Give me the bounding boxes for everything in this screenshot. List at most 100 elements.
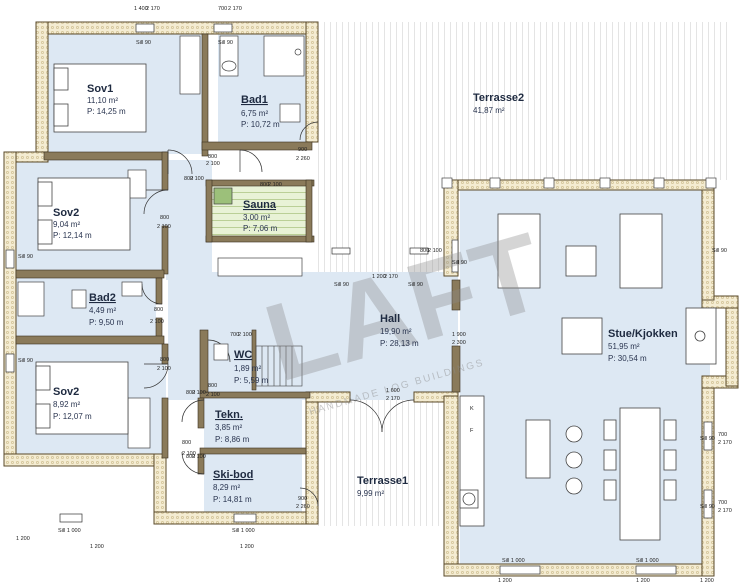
door-dim: 700 2 170 bbox=[718, 432, 732, 446]
skibod-floor bbox=[204, 454, 302, 512]
svg-text:Bad1: Bad1 bbox=[241, 94, 268, 106]
svg-text:2 170: 2 170 bbox=[718, 508, 732, 514]
svg-text:800: 800 bbox=[420, 248, 429, 254]
svg-text:19,90 m²: 19,90 m² bbox=[380, 327, 412, 336]
svg-text:WC: WC bbox=[234, 349, 252, 361]
svg-text:2 100: 2 100 bbox=[268, 182, 282, 188]
svg-text:2 170: 2 170 bbox=[718, 440, 732, 446]
sill-labels: Sill 90 Sill 90 Sill 90 Sill 90 Sill 90 … bbox=[18, 40, 727, 564]
svg-text:P: 30,54 m: P: 30,54 m bbox=[608, 354, 647, 363]
svg-text:1 900: 1 900 bbox=[452, 332, 466, 338]
stairs bbox=[255, 345, 303, 387]
sill-label: Sill 90 bbox=[700, 504, 715, 510]
edge-dim: 1 200 bbox=[90, 544, 104, 550]
beds bbox=[35, 63, 147, 435]
sill-label: Sill 90 bbox=[408, 282, 423, 288]
sill-label: Sill 90 bbox=[700, 436, 715, 442]
svg-text:2 100: 2 100 bbox=[428, 248, 442, 254]
svg-text:2 100: 2 100 bbox=[192, 454, 206, 460]
svg-text:Sauna: Sauna bbox=[243, 199, 277, 211]
edge-dim: 1 200 bbox=[700, 578, 714, 584]
svg-text:800: 800 bbox=[208, 154, 217, 160]
svg-text:800: 800 bbox=[208, 383, 217, 389]
door-swings bbox=[141, 121, 415, 507]
svg-text:Hall: Hall bbox=[380, 313, 400, 325]
sill-label: Sill 1 000 bbox=[636, 558, 659, 564]
edge-dim: 1 200 bbox=[240, 544, 254, 550]
terrace-posts bbox=[441, 177, 717, 189]
hall-floor-2 bbox=[166, 160, 212, 280]
sill-label: Sill 90 bbox=[712, 248, 727, 254]
svg-text:P: 28,13 m: P: 28,13 m bbox=[380, 339, 419, 348]
svg-text:700: 700 bbox=[718, 432, 727, 438]
svg-text:Stue/Kjokken: Stue/Kjokken bbox=[608, 328, 678, 340]
edge-dim: 1 200 bbox=[498, 578, 512, 584]
sill-label: Sill 90 bbox=[18, 358, 33, 364]
svg-text:800: 800 bbox=[186, 390, 195, 396]
svg-text:800: 800 bbox=[260, 182, 269, 188]
svg-text:1 600: 1 600 bbox=[386, 388, 400, 394]
svg-text:2 100: 2 100 bbox=[190, 176, 204, 182]
svg-text:P: 12,14 m: P: 12,14 m bbox=[53, 231, 92, 240]
svg-text:P: 9,50 m: P: 9,50 m bbox=[89, 318, 124, 327]
svg-text:2 170: 2 170 bbox=[228, 6, 242, 12]
svg-text:2 100: 2 100 bbox=[157, 366, 171, 372]
svg-text:P: 8,86 m: P: 8,86 m bbox=[215, 435, 250, 444]
tekn-floor bbox=[204, 396, 302, 448]
svg-text:2 170: 2 170 bbox=[146, 6, 160, 12]
terrasse-deck-strip bbox=[318, 180, 448, 275]
sill-label: Sill 90 bbox=[218, 40, 233, 46]
svg-text:2 100: 2 100 bbox=[182, 451, 196, 457]
svg-text:2 100: 2 100 bbox=[192, 390, 206, 396]
svg-text:9,99 m²: 9,99 m² bbox=[357, 489, 384, 498]
edge-dim: 1 200 bbox=[16, 536, 30, 542]
svg-text:900: 900 bbox=[298, 147, 307, 153]
sill-label: Sill 90 bbox=[136, 40, 151, 46]
living-furniture bbox=[459, 213, 717, 541]
svg-text:8,92 m²: 8,92 m² bbox=[53, 400, 80, 409]
svg-text:6,75 m²: 6,75 m² bbox=[241, 109, 268, 118]
door-dim: 900 2 260 bbox=[296, 496, 310, 510]
svg-text:51,95 m²: 51,95 m² bbox=[608, 342, 640, 351]
svg-text:2 260: 2 260 bbox=[296, 504, 310, 510]
svg-text:2 100: 2 100 bbox=[157, 224, 171, 230]
interior-walls bbox=[15, 33, 461, 475]
svg-text:Sov1: Sov1 bbox=[87, 83, 113, 95]
svg-text:1,89 m²: 1,89 m² bbox=[234, 364, 261, 373]
svg-text:P: 10,72 m: P: 10,72 m bbox=[241, 120, 280, 129]
svg-text:900: 900 bbox=[298, 496, 307, 502]
svg-text:Tekn.: Tekn. bbox=[215, 409, 243, 421]
edge-dims: 1 200 1 200 1 200 1 200 1 200 1 200 bbox=[16, 536, 714, 584]
terrasse1-deck bbox=[318, 398, 444, 526]
svg-text:700: 700 bbox=[218, 6, 227, 12]
svg-text:3,85 m²: 3,85 m² bbox=[215, 423, 242, 432]
svg-text:2 170: 2 170 bbox=[384, 274, 398, 280]
svg-text:2 260: 2 260 bbox=[296, 156, 310, 162]
svg-text:2 100: 2 100 bbox=[238, 332, 252, 338]
svg-text:9,04 m²: 9,04 m² bbox=[53, 220, 80, 229]
svg-text:800: 800 bbox=[186, 454, 195, 460]
svg-text:P: 5,59 m: P: 5,59 m bbox=[234, 376, 269, 385]
svg-text:1 200: 1 200 bbox=[372, 274, 386, 280]
edge-dim: 1 200 bbox=[636, 578, 650, 584]
room-label-wc: WC 1,89 m² P: 5,59 m bbox=[234, 349, 269, 385]
svg-text:2 100: 2 100 bbox=[206, 392, 220, 398]
svg-text:P: 14,81 m: P: 14,81 m bbox=[213, 495, 252, 504]
